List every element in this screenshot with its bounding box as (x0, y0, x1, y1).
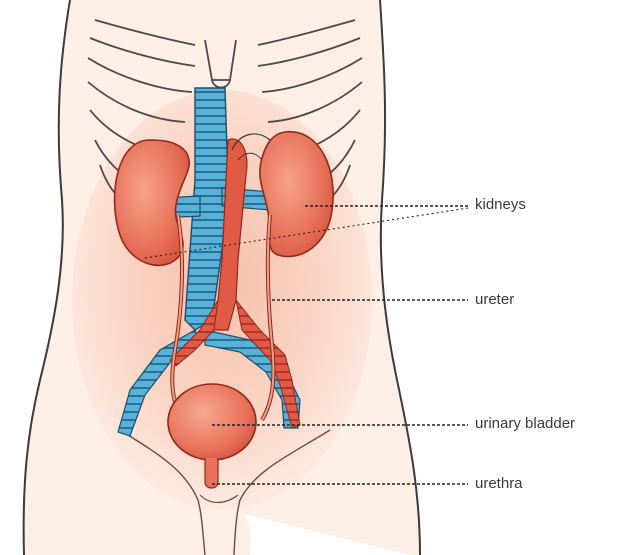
kidney-right (260, 132, 333, 257)
urinary-bladder (168, 384, 256, 460)
label-ureter: ureter (475, 292, 514, 307)
label-urinary-bladder: urinary bladder (475, 416, 575, 431)
label-kidneys: kidneys (475, 197, 526, 212)
label-urethra: urethra (475, 476, 523, 491)
urethra (205, 458, 218, 488)
